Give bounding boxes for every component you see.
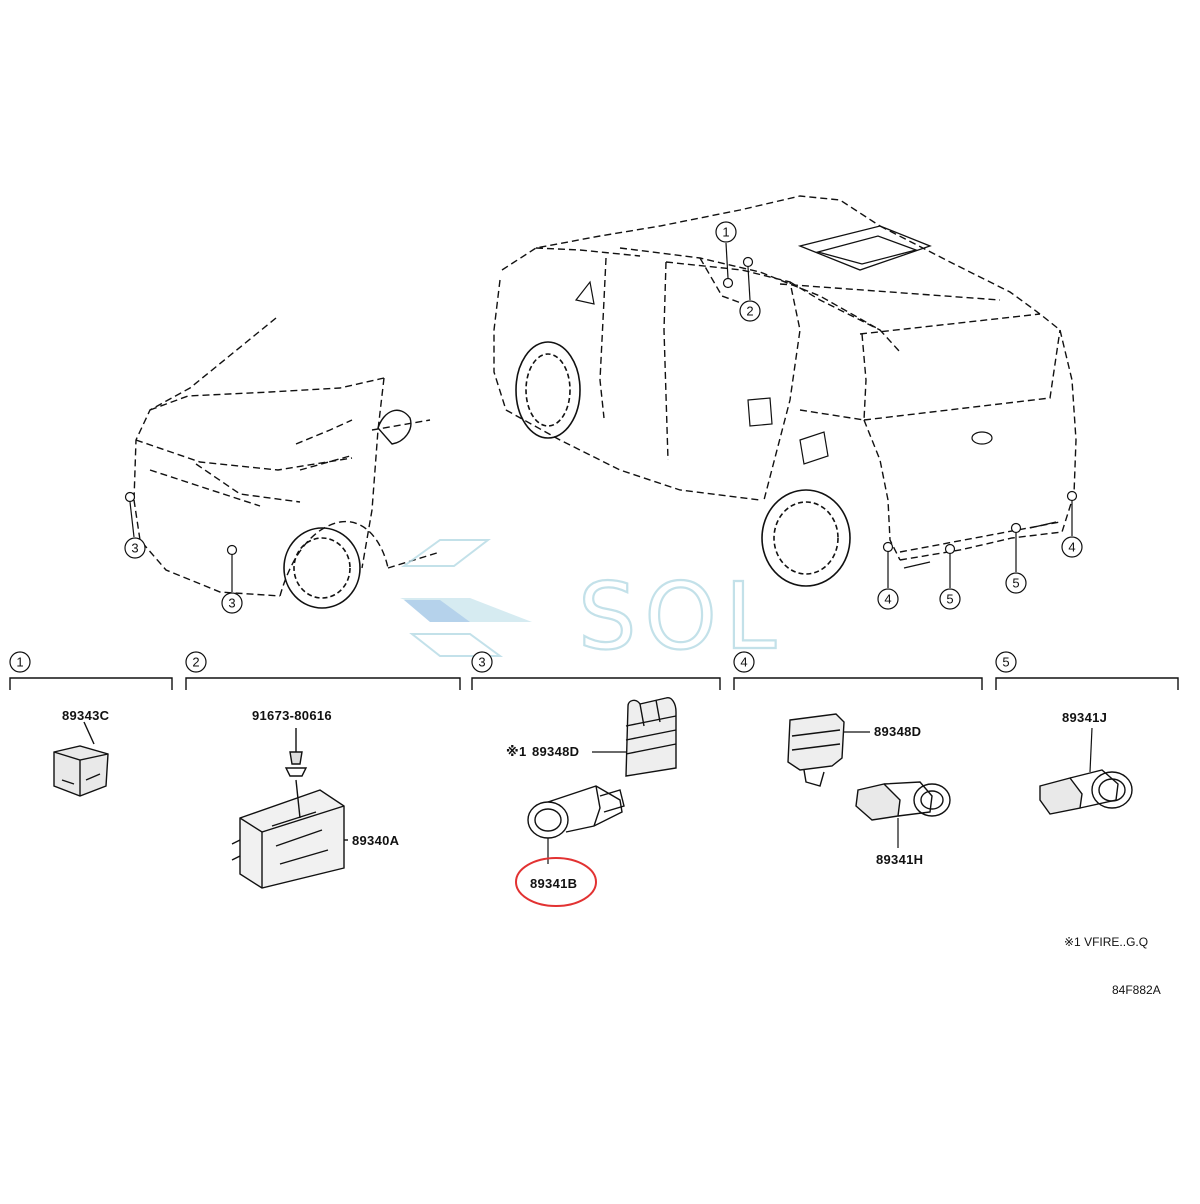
footnote: ※1 VFIRE..G.Q [1064, 935, 1148, 949]
callout-4-rear-a: 4 [884, 592, 891, 607]
section-circles [9, 651, 1017, 673]
rear-sunroof [797, 225, 932, 271]
callout-1-rear: 1 [722, 225, 729, 240]
watermark-text: SOL [578, 563, 784, 670]
callout-5-rear-a: 5 [946, 592, 953, 607]
part-89341b-sensor-drawing [527, 785, 625, 839]
callout-4-rear-b: 4 [1068, 540, 1075, 555]
callout-circles [124, 221, 1083, 614]
part-note-mark: ※1 [506, 744, 526, 759]
front-wheel [283, 527, 361, 609]
vehicle-callouts [124, 242, 1078, 592]
section-5-number: 5 [1002, 655, 1009, 670]
part-89343c-drawing [53, 721, 109, 797]
part-label-89348d-b: 89348D [874, 724, 921, 739]
section-1-number: 1 [16, 655, 23, 670]
part-label-89340a: 89340A [352, 833, 400, 848]
section-brackets [9, 677, 1179, 690]
part-89340a-drawing [231, 728, 348, 889]
part-label-89343c: 89343C [62, 708, 110, 723]
part-label-89341b: 89341B [530, 876, 577, 891]
part-label-89341j: 89341J [1062, 710, 1107, 725]
part-89341j-leader [1089, 727, 1093, 773]
rear-vehicle-drawing [493, 195, 1077, 561]
part-89341j-sensor-drawing [1039, 769, 1133, 815]
callout-2-rear: 2 [746, 304, 753, 319]
sol-watermark: SOL [400, 539, 784, 671]
part-label-89341h: 89341H [876, 852, 923, 867]
front-mirror [377, 409, 412, 445]
highlight-ring-89341b [515, 857, 597, 907]
front-vehicle-drawing [133, 317, 441, 597]
part-label-91673-80616: 91673-80616 [252, 708, 332, 723]
part-89348d-bracket-drawing-b [787, 713, 845, 787]
part-89348d-bracket-drawing [625, 697, 677, 777]
part-89341h-sensor-drawing [855, 781, 951, 821]
diagram-code: 84F882A [1112, 983, 1161, 997]
section-4-number: 4 [740, 655, 747, 670]
section-3-number: 3 [478, 655, 485, 670]
section-2-number: 2 [192, 655, 199, 670]
callout-3-front-a: 3 [131, 541, 138, 556]
rear-details [574, 280, 1057, 569]
callout-3-front-b: 3 [228, 596, 235, 611]
rear-wheels [515, 341, 851, 587]
part-label-89348d-a: 89348D [532, 744, 579, 759]
callout-5-rear-b: 5 [1012, 576, 1019, 591]
